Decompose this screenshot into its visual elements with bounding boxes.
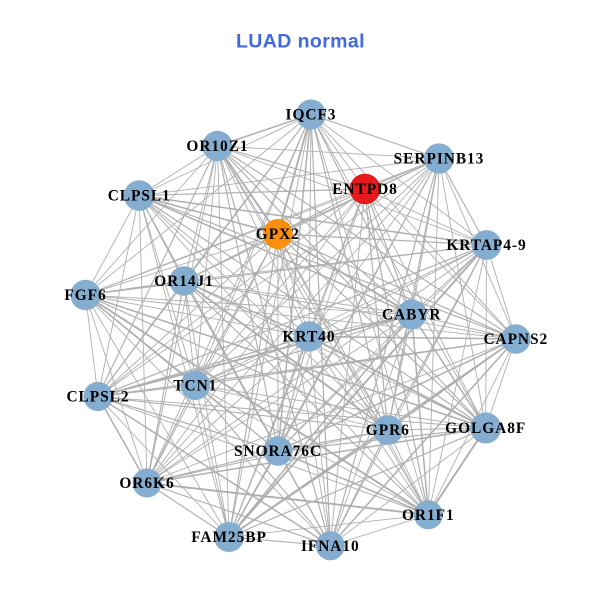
svg-text:FGF6: FGF6 bbox=[64, 287, 106, 304]
svg-text:IQCF3: IQCF3 bbox=[286, 107, 337, 124]
svg-text:GOLGA8F: GOLGA8F bbox=[445, 420, 526, 437]
svg-text:KRT40: KRT40 bbox=[283, 329, 336, 346]
svg-text:KRTAP4-9: KRTAP4-9 bbox=[446, 237, 526, 254]
svg-text:CABYR: CABYR bbox=[382, 307, 441, 324]
svg-text:SERPINB13: SERPINB13 bbox=[394, 151, 485, 168]
svg-text:IFNA10: IFNA10 bbox=[301, 538, 360, 555]
svg-text:TCN1: TCN1 bbox=[173, 377, 217, 394]
svg-text:OR14J1: OR14J1 bbox=[154, 273, 214, 290]
svg-text:CAPNS2: CAPNS2 bbox=[483, 331, 548, 348]
svg-text:SNORA76C: SNORA76C bbox=[234, 443, 322, 460]
svg-text:ENTPD8: ENTPD8 bbox=[332, 181, 398, 198]
svg-text:OR10Z1: OR10Z1 bbox=[186, 138, 248, 155]
svg-text:LUAD normal: LUAD normal bbox=[236, 31, 365, 53]
svg-text:CLPSL2: CLPSL2 bbox=[66, 389, 129, 406]
svg-text:OR1F1: OR1F1 bbox=[402, 507, 455, 524]
svg-text:OR6K6: OR6K6 bbox=[119, 475, 174, 492]
svg-text:FAM25BP: FAM25BP bbox=[191, 529, 267, 546]
svg-text:GPX2: GPX2 bbox=[256, 226, 300, 243]
svg-text:CLPSL1: CLPSL1 bbox=[108, 188, 171, 205]
svg-text:GPR6: GPR6 bbox=[366, 422, 410, 439]
